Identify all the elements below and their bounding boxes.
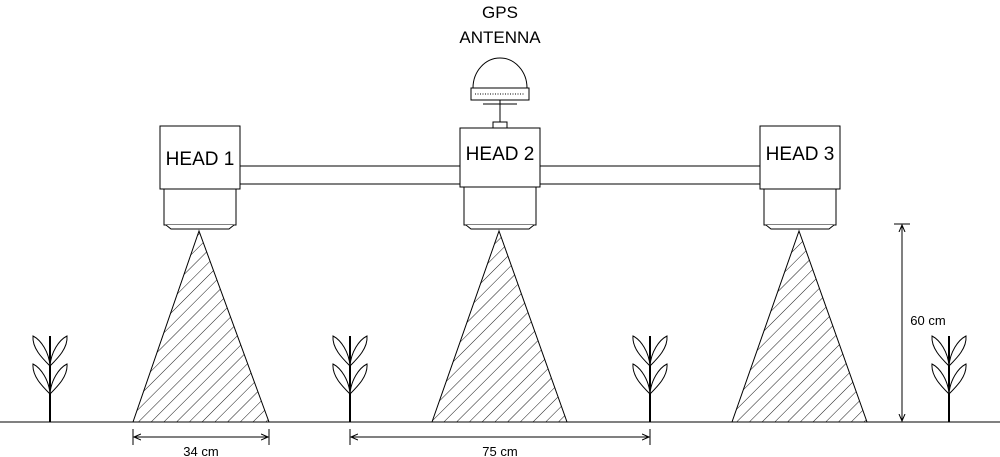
plant-spacing-dimension <box>349 429 651 445</box>
spray-cone-2 <box>431 229 568 423</box>
gps-label-line2: ANTENNA <box>459 28 541 47</box>
plant-4 <box>930 335 968 423</box>
spray-cone-3 <box>731 229 868 423</box>
plant-2 <box>331 335 369 423</box>
head-2 <box>459 127 541 230</box>
head-2-label: HEAD 2 <box>466 144 535 165</box>
spray-cone-1 <box>132 229 270 423</box>
gps-label-line1: GPS <box>482 3 518 22</box>
height-label: 60 cm <box>910 313 945 328</box>
head-3-label: HEAD 3 <box>766 144 835 165</box>
head-1-label: HEAD 1 <box>166 149 235 170</box>
height-dimension <box>894 223 910 421</box>
plant-1 <box>31 335 69 423</box>
boom-bar-right <box>537 165 761 185</box>
head-3 <box>759 125 841 230</box>
boom-bar-left <box>238 165 462 185</box>
head-1 <box>159 125 241 230</box>
plant-3 <box>631 335 669 423</box>
spray-width-label: 34 cm <box>183 444 218 457</box>
plant-spacing-label: 75 cm <box>482 444 517 457</box>
gps-antenna <box>470 57 530 129</box>
spray-width-dimension <box>132 429 270 445</box>
